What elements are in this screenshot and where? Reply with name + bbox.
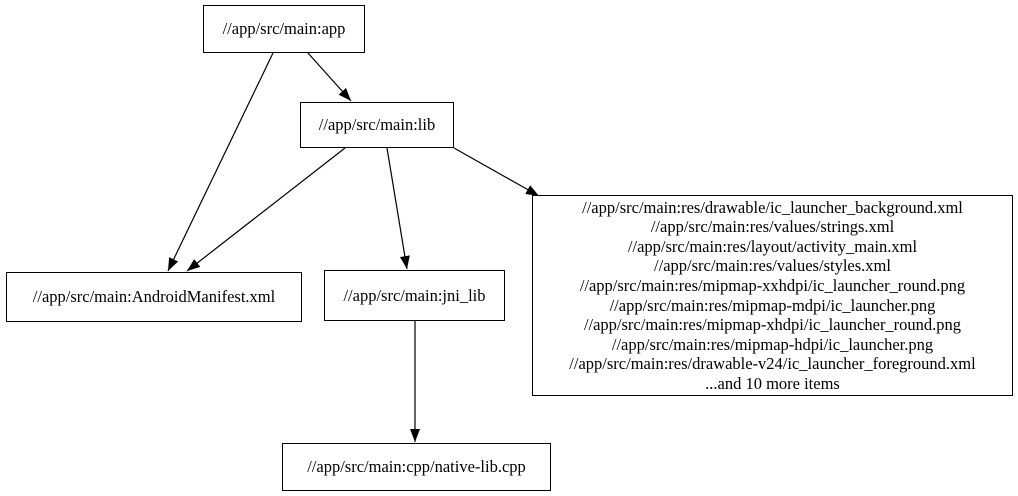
graph-node-android-manifest: //app/src/main:AndroidManifest.xml bbox=[6, 272, 302, 322]
graph-node-native-lib-cpp-label: //app/src/main:cpp/native-lib.cpp bbox=[307, 457, 526, 477]
graph-node-res-files-label: //app/src/main:res/layout/activity_main.… bbox=[627, 236, 918, 256]
graph-node-res-files-label: //app/src/main:res/values/strings.xml bbox=[650, 217, 895, 237]
graph-node-res-files-label: //app/src/main:res/drawable-v24/ic_launc… bbox=[569, 354, 976, 374]
graph-edge-lib-to-res-files bbox=[453, 147, 540, 197]
graph-node-app-label: //app/src/main:app bbox=[222, 19, 346, 39]
graph-node-lib-label: //app/src/main:lib bbox=[318, 115, 436, 135]
graph-edge-app-to-android-manifest bbox=[167, 52, 274, 272]
graph-edge-app-to-lib bbox=[307, 52, 352, 102]
graph-node-native-lib-cpp: //app/src/main:cpp/native-lib.cpp bbox=[282, 443, 551, 491]
graph-node-res-files-label: //app/src/main:res/mipmap-xhdpi/ic_launc… bbox=[583, 315, 962, 335]
graph-node-res-files: //app/src/main:res/drawable/ic_launcher_… bbox=[532, 195, 1013, 396]
graph-node-res-files-label: //app/src/main:res/values/styles.xml bbox=[654, 256, 891, 276]
graph-node-jni-lib: //app/src/main:jni_lib bbox=[324, 270, 505, 321]
graph-node-res-files-label: ...and 10 more items bbox=[705, 373, 840, 393]
graph-node-lib: //app/src/main:lib bbox=[300, 102, 454, 148]
graph-edge-lib-to-android-manifest bbox=[186, 147, 346, 272]
graph-node-res-files-label: //app/src/main:res/drawable/ic_launcher_… bbox=[582, 197, 963, 217]
graph-node-app: //app/src/main:app bbox=[203, 5, 365, 53]
graph-node-res-files-label: //app/src/main:res/mipmap-xxhdpi/ic_laun… bbox=[579, 275, 966, 295]
graph-node-res-files-label: //app/src/main:res/mipmap-mdpi/ic_launch… bbox=[609, 295, 936, 315]
graph-edge-lib-to-jni-lib bbox=[386, 147, 410, 270]
graph-node-res-files-label: //app/src/main:res/mipmap-hdpi/ic_launch… bbox=[611, 334, 934, 354]
graph-node-android-manifest-label: //app/src/main:AndroidManifest.xml bbox=[32, 287, 276, 307]
graph-node-jni-lib-label: //app/src/main:jni_lib bbox=[343, 285, 486, 305]
